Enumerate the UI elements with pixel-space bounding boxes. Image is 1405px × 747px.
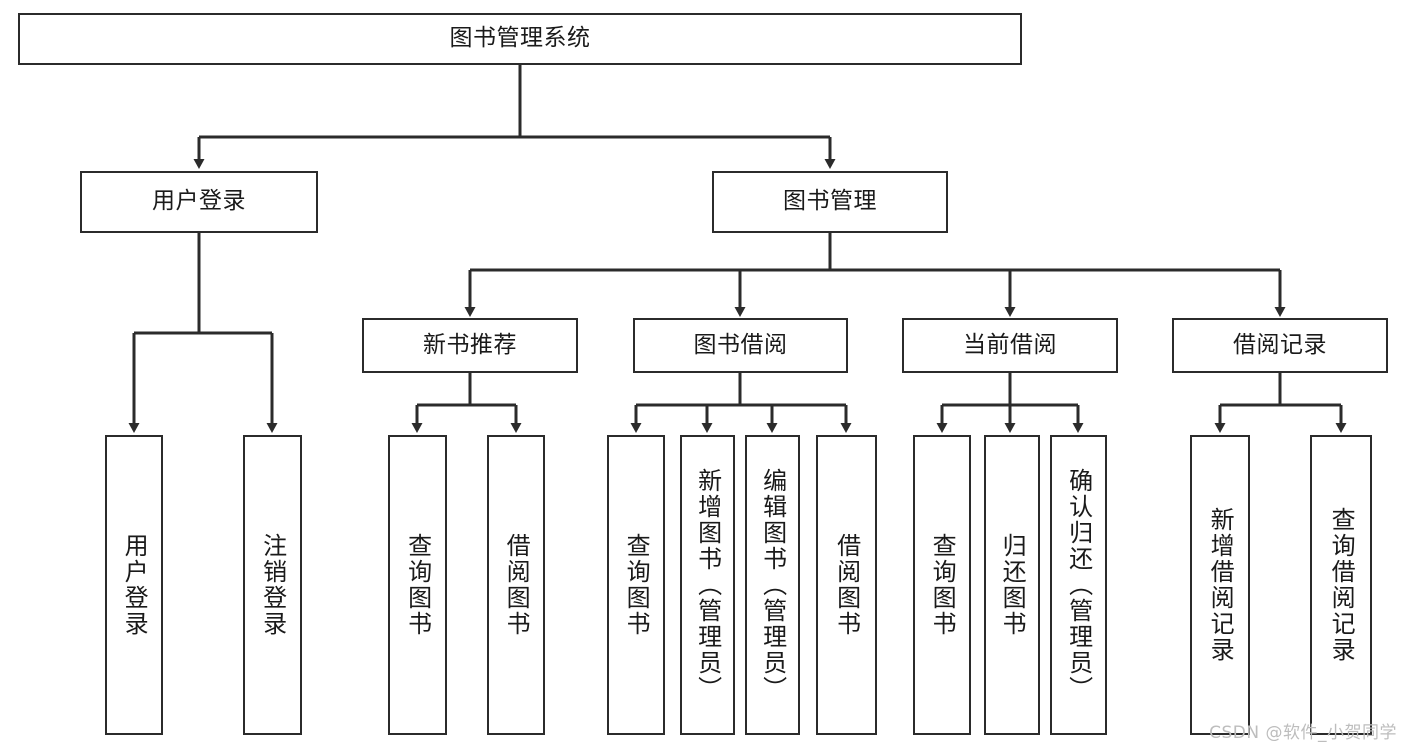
node-leaf-return-book[interactable]: 归还图书 — [984, 435, 1040, 735]
node-leaf-query-book-2[interactable]: 查询图书 — [607, 435, 665, 735]
node-leaf-add-record[interactable]: 新增借阅记录 — [1190, 435, 1250, 735]
node-leaf-confirm-return[interactable]: 确认归还（管理员） — [1050, 435, 1107, 735]
node-leaf-confirm-return-label: 确认归还（管理员） — [1064, 468, 1093, 702]
node-book-borrow-label: 图书借阅 — [693, 331, 788, 358]
node-book-manage[interactable]: 图书管理 — [712, 171, 948, 233]
node-leaf-query-book-1-label: 查询图书 — [403, 533, 432, 637]
node-new-book-recommend[interactable]: 新书推荐 — [362, 318, 578, 373]
node-leaf-query-book-2-label: 查询图书 — [622, 533, 651, 637]
node-leaf-edit-book-label: 编辑图书（管理员） — [758, 468, 787, 702]
node-leaf-query-book-3-label: 查询图书 — [928, 533, 957, 637]
node-leaf-return-book-label: 归还图书 — [998, 533, 1027, 637]
node-leaf-query-book-1[interactable]: 查询图书 — [388, 435, 447, 735]
node-leaf-user-login-label: 用户登录 — [120, 533, 149, 637]
node-leaf-add-book[interactable]: 新增图书（管理员） — [680, 435, 735, 735]
node-root[interactable]: 图书管理系统 — [18, 13, 1022, 65]
node-book-borrow[interactable]: 图书借阅 — [633, 318, 848, 373]
node-root-label: 图书管理系统 — [449, 25, 591, 52]
node-leaf-user-logout-label: 注销登录 — [258, 533, 287, 637]
node-leaf-borrow-book-1[interactable]: 借阅图书 — [487, 435, 545, 735]
node-current-borrow[interactable]: 当前借阅 — [902, 318, 1118, 373]
node-leaf-query-record-label: 查询借阅记录 — [1327, 507, 1356, 663]
node-leaf-borrow-book-1-label: 借阅图书 — [502, 533, 531, 637]
node-leaf-edit-book[interactable]: 编辑图书（管理员） — [745, 435, 800, 735]
node-leaf-borrow-book-2-label: 借阅图书 — [832, 533, 861, 637]
node-leaf-add-record-label: 新增借阅记录 — [1206, 507, 1235, 663]
node-new-book-recommend-label: 新书推荐 — [423, 331, 517, 358]
node-book-manage-label: 图书管理 — [783, 188, 877, 215]
node-leaf-user-logout[interactable]: 注销登录 — [243, 435, 302, 735]
node-current-borrow-label: 当前借阅 — [963, 331, 1057, 358]
node-leaf-borrow-book-2[interactable]: 借阅图书 — [816, 435, 877, 735]
node-leaf-query-book-3[interactable]: 查询图书 — [913, 435, 971, 735]
node-borrow-record[interactable]: 借阅记录 — [1172, 318, 1388, 373]
node-user-login[interactable]: 用户登录 — [80, 171, 318, 233]
node-borrow-record-label: 借阅记录 — [1233, 331, 1327, 358]
node-leaf-query-record[interactable]: 查询借阅记录 — [1310, 435, 1372, 735]
node-user-login-label: 用户登录 — [152, 188, 246, 215]
node-leaf-user-login[interactable]: 用户登录 — [105, 435, 163, 735]
csdn-watermark: CSDN @软件_小贺同学 — [1209, 723, 1397, 743]
node-leaf-add-book-label: 新增图书（管理员） — [693, 468, 722, 702]
